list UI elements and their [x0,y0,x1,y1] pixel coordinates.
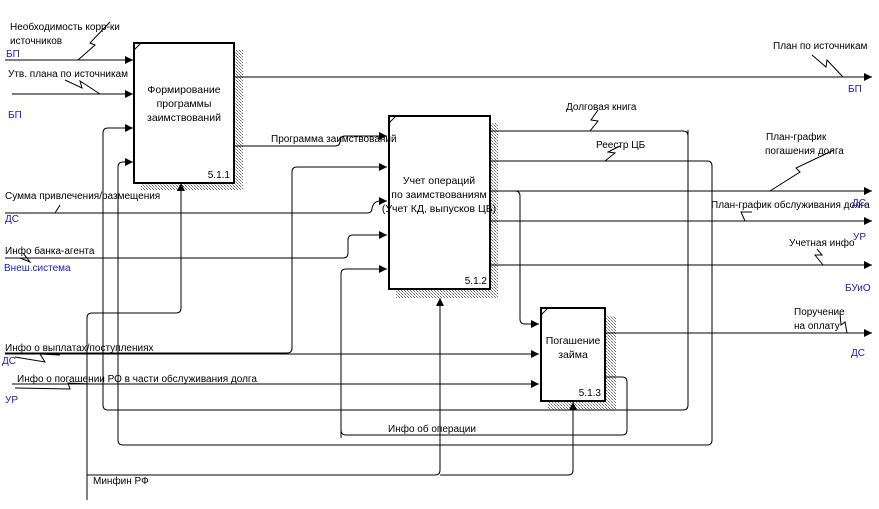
block-5-1-2-label-line3: (Учет КД, выпусков ЦБ) [382,203,496,215]
block-5-1-3[interactable]: Погашение займа 5.1.3 [540,307,606,402]
arrow-securities-register[interactable] [490,160,713,167]
block-5-1-1-label-line1: Формирование [147,84,220,96]
label-service-schedule: План-график обслуживания долга [711,199,870,211]
block-5-1-2[interactable]: Учет операций по заимствованиям (Учет КД… [382,115,496,290]
block-5-1-1-label-line2: программы [157,98,212,110]
tunnel-ds-right-1: ДС [852,198,866,209]
arrow-minfin-to-513[interactable] [440,402,577,476]
label-repayment-info: Инфо о погашении РО в части обслуживания… [17,373,257,385]
tunnel-bp-1: БП [6,49,20,60]
arrow-loop-debt-book-to-511[interactable] [102,124,689,411]
block-5-1-3-label-line1: Погашение [546,335,601,347]
arrow-minfin-to-511[interactable] [86,183,185,500]
tunnel-ext-system: Внеш.система [4,263,71,274]
arrow-loop-to-512-bottom[interactable] [340,265,387,439]
label-repayment-schedule-2: погашения долга [765,146,844,157]
label-minfin: Минфин РФ [93,475,149,487]
arrow-program[interactable] [233,132,387,147]
arrow-512-to-513[interactable] [490,190,539,328]
label-securities-register: Реестр ЦБ [596,140,646,151]
label-payment-order-2: на оплату [794,321,840,332]
block-5-1-2-number: 5.1.2 [465,276,488,287]
label-program: Программа заимствований [271,134,397,145]
arrow-agent-bank-info[interactable] [5,231,387,259]
arrow-operation-info[interactable] [340,376,628,436]
arrow-borrow-amount[interactable] [5,197,387,214]
block-5-1-2-label-line1: Учет операций [403,175,475,187]
arrow-labels: Необходимость корр-ки источников Утв. пл… [5,21,870,487]
block-5-1-1-number: 5.1.1 [208,170,231,181]
block-5-1-1-label-line3: заимствований [147,112,221,124]
tunnel-bp-right: БП [848,84,862,95]
block-5-1-2-label-line2: по заимствованиям [391,189,486,201]
label-repayment-schedule-1: План-график [766,131,827,143]
tunnel-ds-left-1: ДС [5,214,19,225]
label-agent-bank-info: Инфо банка-агента [5,245,95,257]
block-5-1-1[interactable]: Формирование программы заимствований 5.1… [133,42,235,184]
tunnel-ur-left: УР [5,395,18,406]
label-operation-info: Инфо об операции [388,423,476,435]
label-borrow-amount: Сумма привлечения/размещения [5,191,160,202]
arrows [5,56,872,500]
block-5-1-3-number: 5.1.3 [579,388,602,399]
tunnel-bp-2: БП [8,110,22,121]
tunnel-buio-right: БУиО [845,283,871,294]
tunnel-ds-right-2: ДС [851,348,865,359]
tunnel-ds-left-2: ДС [2,356,16,367]
label-need-correction-2: источников [10,36,62,47]
arrow-debt-book[interactable] [490,130,689,137]
label-plan-by-sources: План по источникам [773,41,868,52]
block-5-1-3-label-line2: займа [558,349,588,361]
arrow-loop-register-to-511[interactable] [117,158,713,446]
label-need-correction-1: Необходимость корр-ки [10,21,120,33]
label-approved-plan: Утв. плана по источникам [8,69,128,80]
arrow-minfin-to-512[interactable] [87,298,444,476]
label-debt-book: Долговая книга [566,102,637,113]
label-accounting-info: Учетная инфо [789,237,855,249]
tunnel-labels: БП БП ДС Внеш.система ДС УР БП ДС УР БУи… [2,49,871,406]
label-payment-order-1: Поручение [794,307,845,318]
tunnel-ur-right: УР [853,232,866,243]
label-squiggles [14,21,848,390]
arrow-loop-to-512-top[interactable] [5,163,387,354]
label-payments-info: Инфо о выплатах/поступлениях [5,342,154,354]
